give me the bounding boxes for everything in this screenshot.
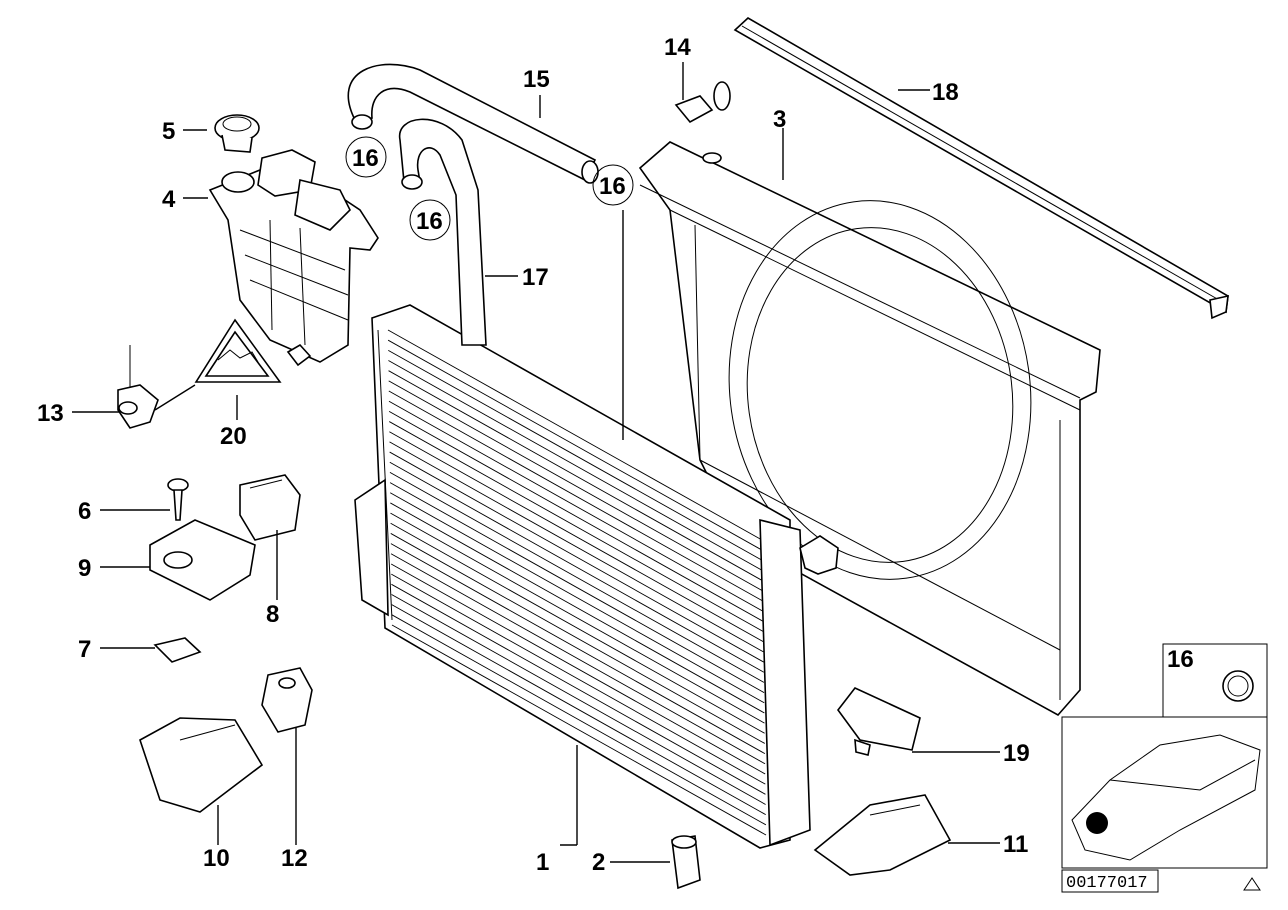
part-13-level-sensor [117,345,159,429]
part-12-rubber-buffer [261,667,313,733]
part-14-rivet [674,81,731,124]
callout-18: 18 [932,79,959,106]
part-18-seal-strip [733,17,1229,320]
callout-17: 17 [522,264,549,291]
part-10-air-duct [139,717,264,813]
callout-10: 10 [203,845,230,872]
callout-6: 6 [78,498,91,525]
part-8-rubber-mount [239,474,301,541]
callout-20: 20 [220,423,247,450]
inset-car-location [1061,716,1268,869]
part-19-bracket [836,687,921,756]
callout-1: 1 [536,849,549,876]
callout-3: 3 [773,106,786,133]
callout-2: 2 [592,849,605,876]
callout-16-c: 16 [599,173,626,200]
callout-14: 14 [664,34,691,61]
inset-hose-clamp [1162,643,1268,718]
part-4-expansion-tank [208,149,379,367]
callout-11: 11 [1003,831,1028,858]
part-17-hose [399,118,487,346]
leader-lines [72,62,1000,863]
location-marker [1086,812,1108,834]
callout-19: 19 [1003,740,1030,767]
callout-16-b: 16 [416,208,443,235]
callout-16-d: 16 [1167,646,1194,673]
part-3-fan-shroud [638,141,1101,717]
part-1-radiator [354,304,839,849]
callout-16-a: 16 [352,145,379,172]
part-15-hose [347,63,599,184]
callout-5: 5 [162,118,175,145]
callout-13: 13 [37,400,64,427]
part-6-screw [167,478,189,521]
part-2-drain-plug [671,835,701,890]
callout-12: 12 [281,845,308,872]
callout-15: 15 [523,66,550,93]
reference-number: 00177017 [1066,874,1148,893]
part-5-cap [214,114,260,153]
callout-9: 9 [78,555,91,582]
callout-4: 4 [162,186,176,213]
part-20-warning-label [194,318,282,383]
radiator-fins [387,329,767,836]
part-9-bracket [149,519,256,601]
callout-7: 7 [78,636,91,663]
part-7-clip [153,637,202,663]
callout-8: 8 [266,601,279,628]
part-11-air-duct [813,794,952,876]
